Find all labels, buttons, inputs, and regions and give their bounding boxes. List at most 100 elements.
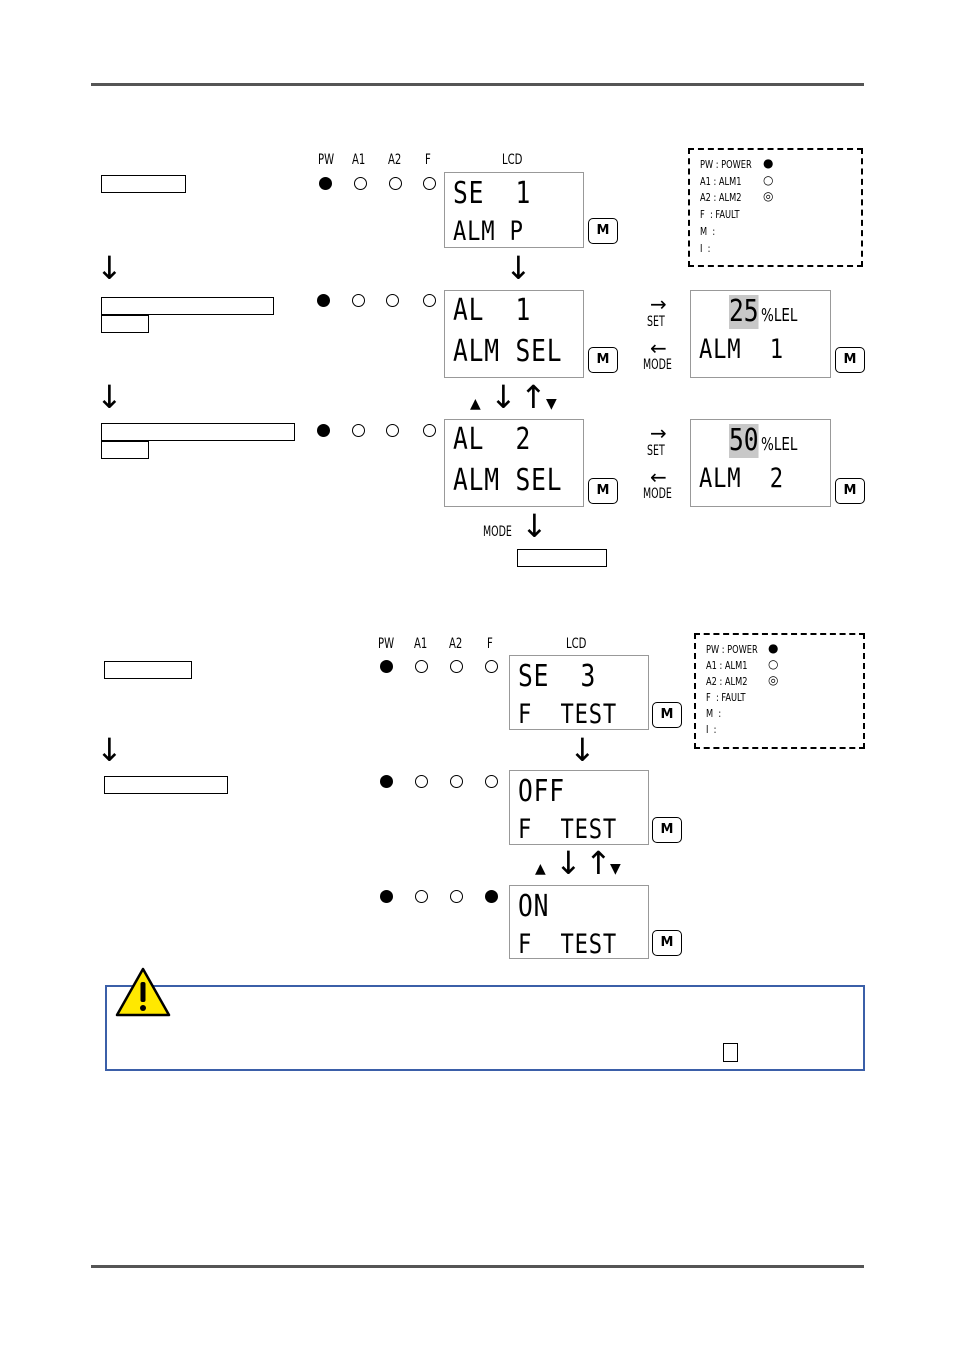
alarm-name: ALM 1 xyxy=(699,334,784,365)
step-label-box xyxy=(104,661,192,679)
legend-row: A1 : ALM1 xyxy=(700,175,742,188)
left-arrow: ← xyxy=(650,465,667,489)
f-led xyxy=(485,775,498,788)
double-circle-icon: ◎ xyxy=(768,673,779,687)
step-label-box xyxy=(101,175,186,193)
f-led xyxy=(485,660,498,673)
down-triangle-icon: ▼ xyxy=(546,396,557,412)
mode-button[interactable]: M xyxy=(652,702,682,728)
legend-row: A2 : ALM2 xyxy=(700,191,742,204)
down-arrow: ↓ xyxy=(490,378,517,416)
alarm-value-unit: %LEL xyxy=(761,305,798,326)
lcd-line-1: SE 3 xyxy=(518,659,597,694)
lcd-line-1: AL 2 xyxy=(453,422,532,457)
step-label-box xyxy=(101,297,274,315)
a2-led xyxy=(450,660,463,673)
mode-label: MODE xyxy=(483,524,512,540)
step-label-box xyxy=(101,441,149,459)
down-triangle-icon: ▼ xyxy=(610,861,621,877)
alarm-value-digits: 50 xyxy=(729,423,759,458)
legend-row: M : xyxy=(706,707,722,720)
flow-down-arrow: ↓ xyxy=(96,249,123,287)
up-arrow: ↑ xyxy=(520,378,547,416)
flow-down-arrow: ↓ xyxy=(569,731,596,769)
lcd-line-1: SE 1 xyxy=(453,176,532,211)
lcd-line-2: F TEST xyxy=(518,929,618,960)
f-led xyxy=(485,890,498,903)
a1-led xyxy=(352,424,365,437)
right-arrow: → xyxy=(650,421,667,445)
a1-led xyxy=(352,294,365,307)
legend-box: PW : POWER A1 : ALM1 A2 : ALM2 F : FAULT… xyxy=(694,633,865,749)
flow-down-arrow: ↓ xyxy=(96,378,123,416)
set-label: SET xyxy=(647,443,665,459)
a1-led xyxy=(354,177,367,190)
legend-row: A2 : ALM2 xyxy=(706,675,748,688)
lcd-screen: SE 1 ALM P xyxy=(444,172,584,248)
mode-button[interactable]: M xyxy=(835,347,865,373)
legend-row: A1 : ALM1 xyxy=(706,659,748,672)
mode-label: MODE xyxy=(643,357,672,373)
legend-row: I : xyxy=(706,723,717,736)
led-header-pw: PW xyxy=(318,152,335,168)
legend-row: M : xyxy=(700,225,716,238)
step-label-box xyxy=(517,549,607,567)
legend-row: PW : POWER xyxy=(700,158,752,171)
lcd-screen: ON F TEST xyxy=(509,885,649,960)
legend-box: PW : POWER A1 : ALM1 A2 : ALM2 F : FAULT… xyxy=(688,148,863,267)
lcd-line-2: ALM SEL xyxy=(453,334,563,369)
legend-row: F : FAULT xyxy=(706,691,746,704)
empty-circle-icon: ○ xyxy=(768,657,779,671)
led-header-f: F xyxy=(487,636,493,652)
mode-button[interactable]: M xyxy=(588,478,618,504)
mode-button[interactable]: M xyxy=(588,347,618,373)
flow-down-arrow: ↓ xyxy=(96,731,123,769)
legend-row: PW : POWER xyxy=(706,643,758,656)
a1-led xyxy=(415,660,428,673)
up-triangle-icon: ▲ xyxy=(470,396,481,412)
alarm-value-screen: 25 %LEL ALM 1 xyxy=(690,290,831,378)
lcd-screen: AL 2 ALM SEL xyxy=(444,419,584,507)
lcd-line-2: F TEST xyxy=(518,814,618,845)
down-arrow: ↓ xyxy=(521,507,548,545)
down-arrow: ↓ xyxy=(555,844,582,882)
mode-button[interactable]: M xyxy=(835,478,865,504)
pw-led xyxy=(317,294,330,307)
filled-circle-icon: ● xyxy=(763,156,774,170)
empty-circle-icon: ○ xyxy=(763,173,774,187)
alarm-value-unit: %LEL xyxy=(761,434,798,455)
pw-led xyxy=(380,775,393,788)
bottom-rule xyxy=(91,1265,864,1268)
pw-led xyxy=(317,424,330,437)
led-header-pw: PW xyxy=(378,636,395,652)
lcd-line-1: OFF xyxy=(518,774,565,809)
legend-row: I : xyxy=(700,242,711,255)
lcd-line-2: F TEST xyxy=(518,699,618,730)
f-led xyxy=(423,294,436,307)
f-led xyxy=(423,424,436,437)
led-header-a1: A1 xyxy=(352,152,366,168)
step-label-box xyxy=(101,423,295,441)
alarm-name: ALM 2 xyxy=(699,463,784,494)
a1-led xyxy=(415,890,428,903)
lcd-header: LCD xyxy=(502,152,523,168)
mode-button[interactable]: M xyxy=(588,218,618,244)
caution-box xyxy=(105,985,865,1071)
pw-led xyxy=(319,177,332,190)
lcd-header: LCD xyxy=(566,636,587,652)
mode-button[interactable]: M xyxy=(652,817,682,843)
step-label-box xyxy=(101,315,149,333)
top-rule xyxy=(91,83,864,86)
legend-row: F : FAULT xyxy=(700,208,740,221)
lcd-line-1: AL 1 xyxy=(453,293,532,328)
left-arrow: ← xyxy=(650,336,667,360)
set-label: SET xyxy=(647,314,665,330)
f-led xyxy=(423,177,436,190)
pw-led xyxy=(380,890,393,903)
pw-led xyxy=(380,660,393,673)
double-circle-icon: ◎ xyxy=(763,189,774,203)
filled-circle-icon: ● xyxy=(768,641,779,655)
lcd-screen: OFF F TEST xyxy=(509,770,649,845)
led-header-a1: A1 xyxy=(414,636,428,652)
mode-button[interactable]: M xyxy=(652,930,682,956)
